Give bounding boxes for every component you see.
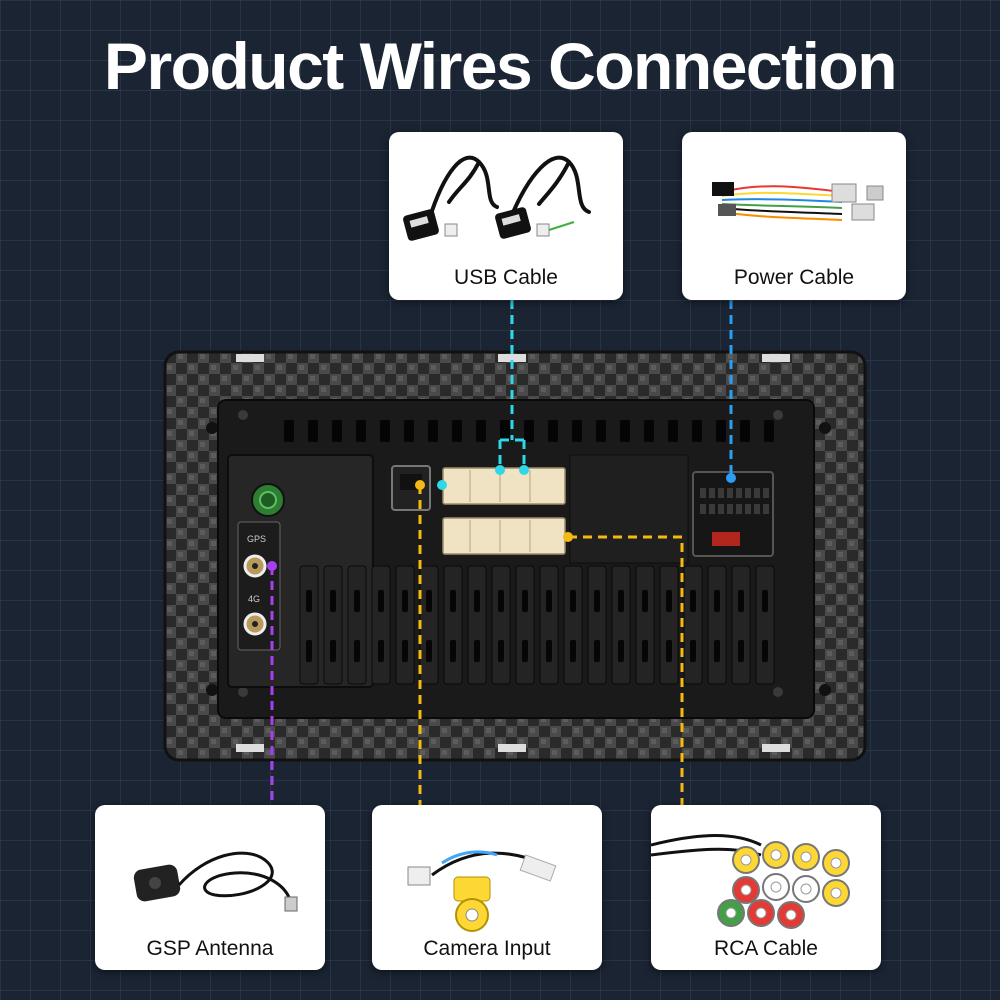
power-cable-image [712, 182, 884, 221]
rca-cable-image [651, 834, 850, 929]
rca-cable-label: RCA Cable [714, 937, 818, 960]
rca-cable-card: RCA Cable [651, 805, 881, 970]
gps-port-label: GPS [247, 534, 266, 544]
page-title: Product Wires Connection [103, 29, 898, 103]
gps-antenna-image [133, 851, 298, 912]
power-cable-card: Power Cable [682, 132, 906, 300]
usb-connector [442, 467, 566, 505]
camera-input-card: Camera Input [372, 805, 602, 970]
rca-connector [442, 517, 566, 555]
gps-antenna-card: GSP Antenna [95, 805, 325, 970]
four-g-port-label: 4G [248, 594, 260, 604]
usb-cable-image [403, 155, 591, 241]
usb-cable-card: USB Cable [389, 132, 623, 300]
power-cable-label: Power Cable [733, 266, 855, 289]
usb-cable-label: USB Cable [454, 266, 558, 289]
gps-antenna-label: GSP Antenna [146, 937, 274, 960]
camera-input-label: Camera Input [423, 937, 551, 960]
camera-input-image [407, 850, 557, 932]
